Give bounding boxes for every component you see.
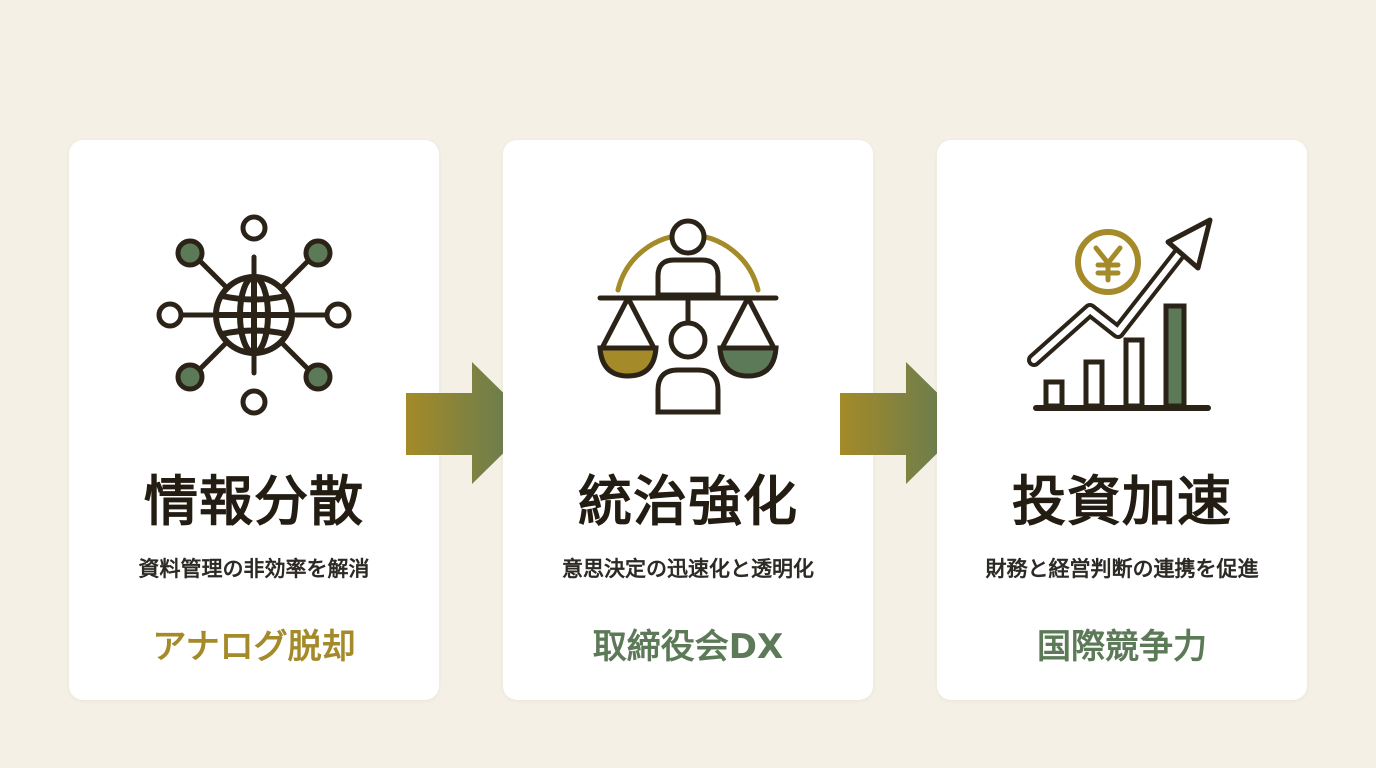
card-tag: アナログ脱却 <box>152 627 356 667</box>
card-tag: 取締役会DX <box>592 627 784 667</box>
governance-scale-icon <box>588 210 788 430</box>
right-arrow-icon <box>406 358 536 488</box>
card-title: 情報分散 <box>144 469 364 533</box>
card-tag: 国際競争力 <box>1037 627 1207 667</box>
card-subtitle: 資料管理の非効率を解消 <box>138 557 370 581</box>
card-subtitle: 財務と経営判断の連携を促進 <box>985 557 1259 581</box>
right-arrow-icon <box>840 358 970 488</box>
card-title: 統治強化 <box>578 469 798 533</box>
card-subtitle: 意思決定の迅速化と透明化 <box>562 557 814 581</box>
card-information-dispersion: 情報分散 資料管理の非効率を解消 アナログ脱却 <box>69 140 439 700</box>
yen-growth-chart-icon <box>1022 210 1222 430</box>
card-investment-acceleration: 投資加速 財務と経営判断の連携を促進 国際競争力 <box>937 140 1307 700</box>
card-governance: 統治強化 意思決定の迅速化と透明化 取締役会DX <box>503 140 873 700</box>
card-title: 投資加速 <box>1012 469 1232 533</box>
network-globe-icon <box>154 210 354 430</box>
